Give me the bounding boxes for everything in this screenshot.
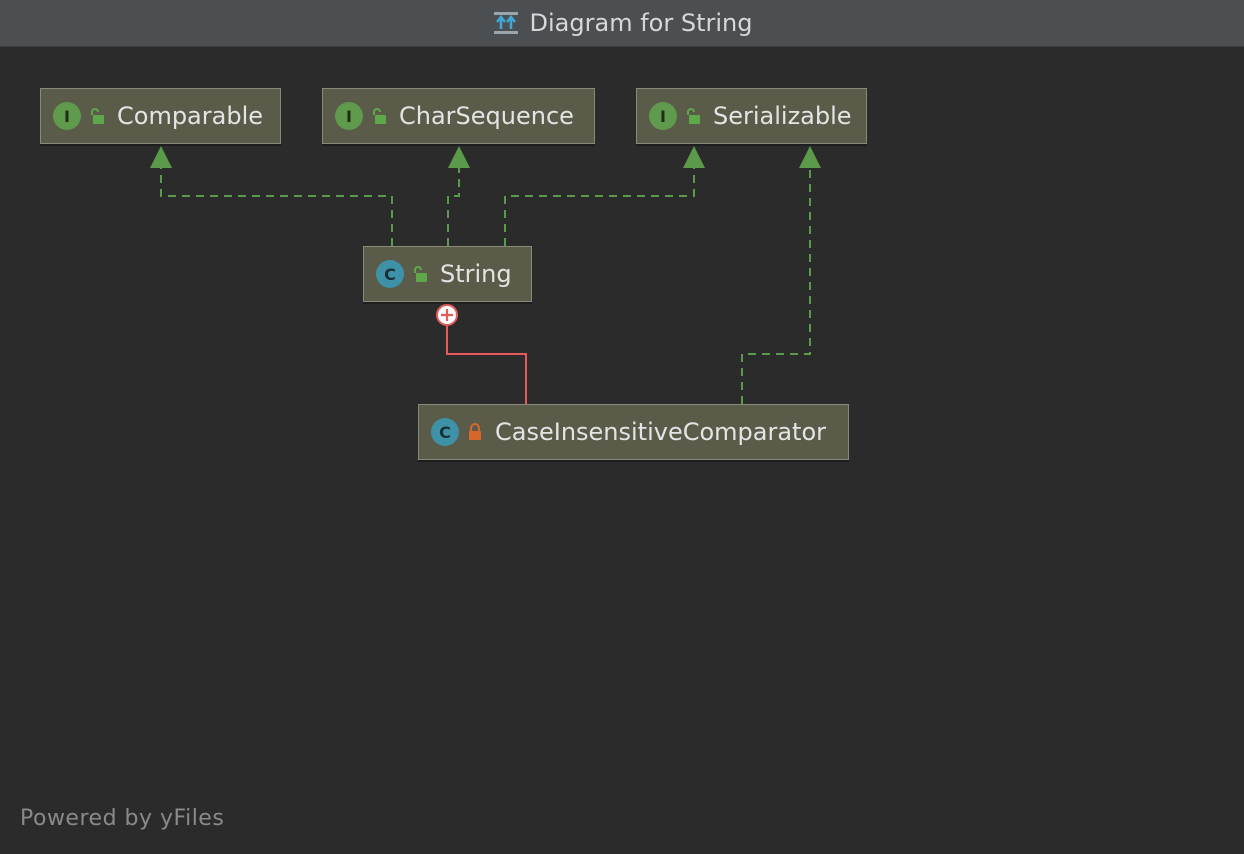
node-label: Comparable bbox=[117, 102, 264, 130]
public-lock-icon bbox=[687, 108, 700, 124]
edge-arrowhead bbox=[799, 146, 821, 168]
diagram-canvas[interactable]: I Comparable I CharSequence I Serializab… bbox=[0, 47, 1244, 854]
edge-arrowhead bbox=[448, 146, 470, 168]
private-lock-icon bbox=[469, 423, 481, 440]
node-label: String bbox=[440, 260, 512, 288]
edge-arrowhead bbox=[150, 146, 172, 168]
node-label: CaseInsensitiveComparator bbox=[495, 418, 827, 446]
edge-string-charsequence bbox=[447, 168, 460, 246]
diagram-icon bbox=[493, 12, 518, 34]
public-lock-icon bbox=[414, 266, 427, 282]
interface-icon: I bbox=[649, 102, 677, 130]
interface-icon: I bbox=[53, 102, 81, 130]
edge-string-serializable bbox=[504, 168, 695, 246]
final-class-icon: C bbox=[376, 260, 404, 288]
interface-icon: I bbox=[335, 102, 363, 130]
window-title: Diagram for String bbox=[529, 9, 753, 37]
node-label: CharSequence bbox=[399, 102, 574, 130]
node-comparable[interactable]: I Comparable bbox=[40, 88, 281, 144]
public-lock-icon bbox=[91, 108, 104, 124]
node-string[interactable]: C String bbox=[363, 246, 532, 302]
node-serializable[interactable]: I Serializable bbox=[636, 88, 867, 144]
edge-arrowhead bbox=[683, 146, 705, 168]
window-title-bar: Diagram for String bbox=[0, 0, 1244, 47]
node-label: Serializable bbox=[713, 102, 852, 130]
edge-string-comparable bbox=[160, 168, 393, 246]
edge-inner-class bbox=[446, 325, 527, 404]
edge-comparator-serializable bbox=[741, 168, 811, 404]
static-class-icon: C bbox=[431, 418, 459, 446]
node-charsequence[interactable]: I CharSequence bbox=[322, 88, 595, 144]
powered-by-footer: Powered by yFiles bbox=[20, 806, 225, 831]
public-lock-icon bbox=[373, 108, 386, 124]
node-caseinsensitivecomparator[interactable]: C CaseInsensitiveComparator bbox=[418, 404, 849, 460]
